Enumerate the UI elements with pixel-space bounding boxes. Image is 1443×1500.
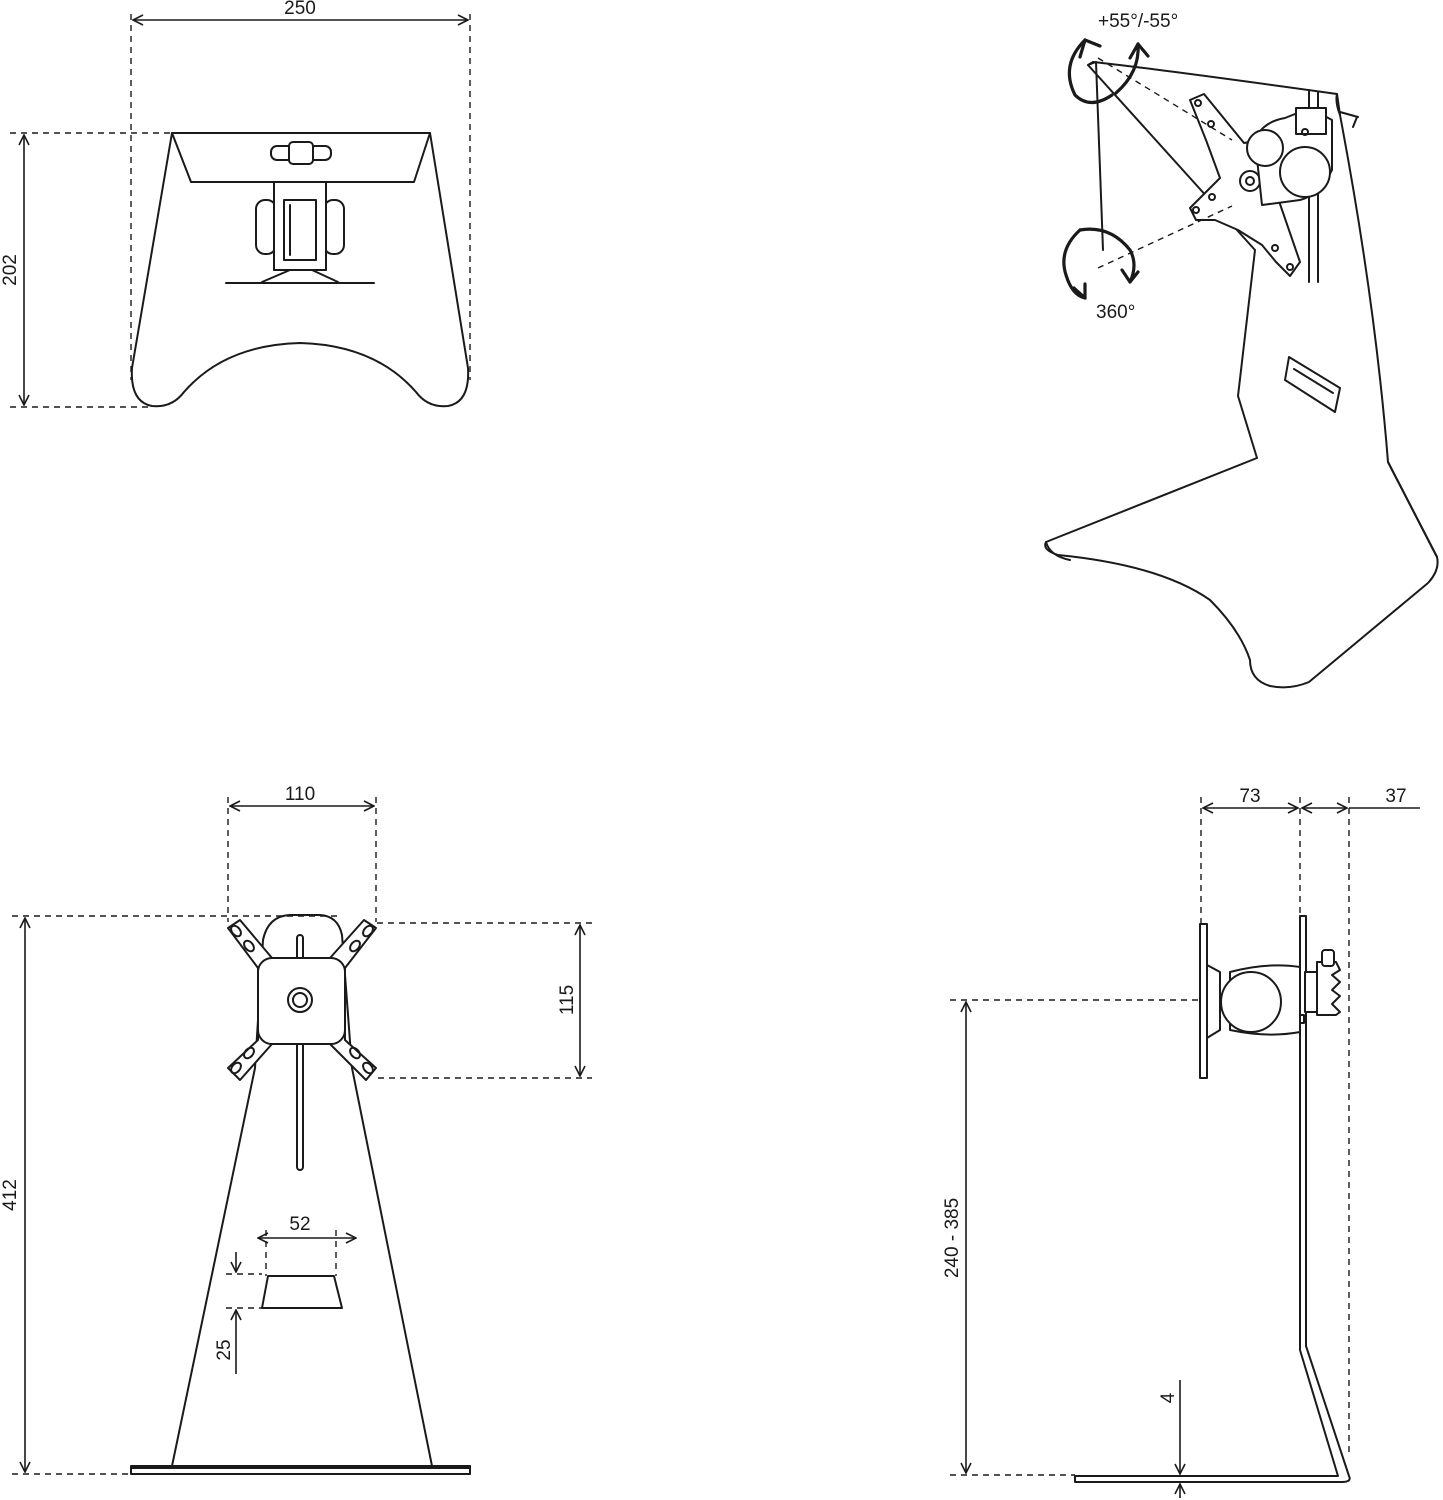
- dimension-width-250: 250: [130, 0, 471, 380]
- rotation-angle-label: 360°: [1096, 302, 1135, 323]
- vesa-plate-side: [1199, 923, 1208, 1079]
- stand-front-column: [171, 914, 433, 1467]
- dimension-plate-115: 115: [377, 922, 592, 1079]
- dimension-height-range: 240 - 385: [942, 999, 1198, 1476]
- dim-label-202: 202: [0, 254, 21, 286]
- dimension-vesa-110: 110: [227, 784, 377, 922]
- vesa-plate-front: [227, 919, 377, 1081]
- dim-label-412: 412: [0, 1179, 21, 1211]
- tilt-axis: [1097, 57, 1233, 141]
- dimension-thickness-4: 4: [1158, 1380, 1190, 1498]
- stand-base-top-outline: [130, 132, 470, 408]
- ball-joint-perspective: [1246, 107, 1333, 206]
- handle-cutout: [261, 1275, 343, 1309]
- dimension-slot-52: 52: [258, 1214, 356, 1276]
- rotation-arrow-icon: [1062, 227, 1140, 300]
- knob-icon: [270, 141, 332, 165]
- dim-label-73: 73: [1239, 786, 1260, 807]
- dim-label-115: 115: [557, 985, 578, 1015]
- dim-label-110: 110: [285, 784, 315, 805]
- dimension-depth-73-37: 73 37: [1200, 786, 1420, 1455]
- arm-side: [1206, 949, 1341, 1039]
- dim-label-52: 52: [289, 1214, 310, 1235]
- dimension-depth-202: 202: [0, 132, 175, 408]
- handle-slot: [1284, 356, 1341, 413]
- top-view: 250 202: [0, 0, 471, 408]
- pivot-bracket: [225, 181, 375, 284]
- dim-label-37: 37: [1385, 786, 1406, 807]
- dim-label-4: 4: [1158, 1392, 1179, 1403]
- stand-side-profile: [1074, 915, 1351, 1483]
- tilt-arrow-icon: [1067, 38, 1150, 105]
- perspective-view: +55°/-55° 360°: [1044, 11, 1439, 689]
- rotation-axis: [1097, 205, 1233, 269]
- dim-label-25: 25: [214, 1339, 235, 1360]
- tilt-angle-label: +55°/-55°: [1098, 11, 1178, 32]
- dimension-height-412: 412: [0, 915, 340, 1475]
- top-plate: [171, 132, 431, 183]
- dim-label-240-385: 240 - 385: [942, 1198, 963, 1278]
- front-view: 110 412 115: [0, 784, 592, 1475]
- dimension-slot-25: 25: [214, 1252, 262, 1374]
- side-view: 73 37 240 - 385 4: [942, 786, 1420, 1498]
- dim-label-250: 250: [284, 0, 316, 19]
